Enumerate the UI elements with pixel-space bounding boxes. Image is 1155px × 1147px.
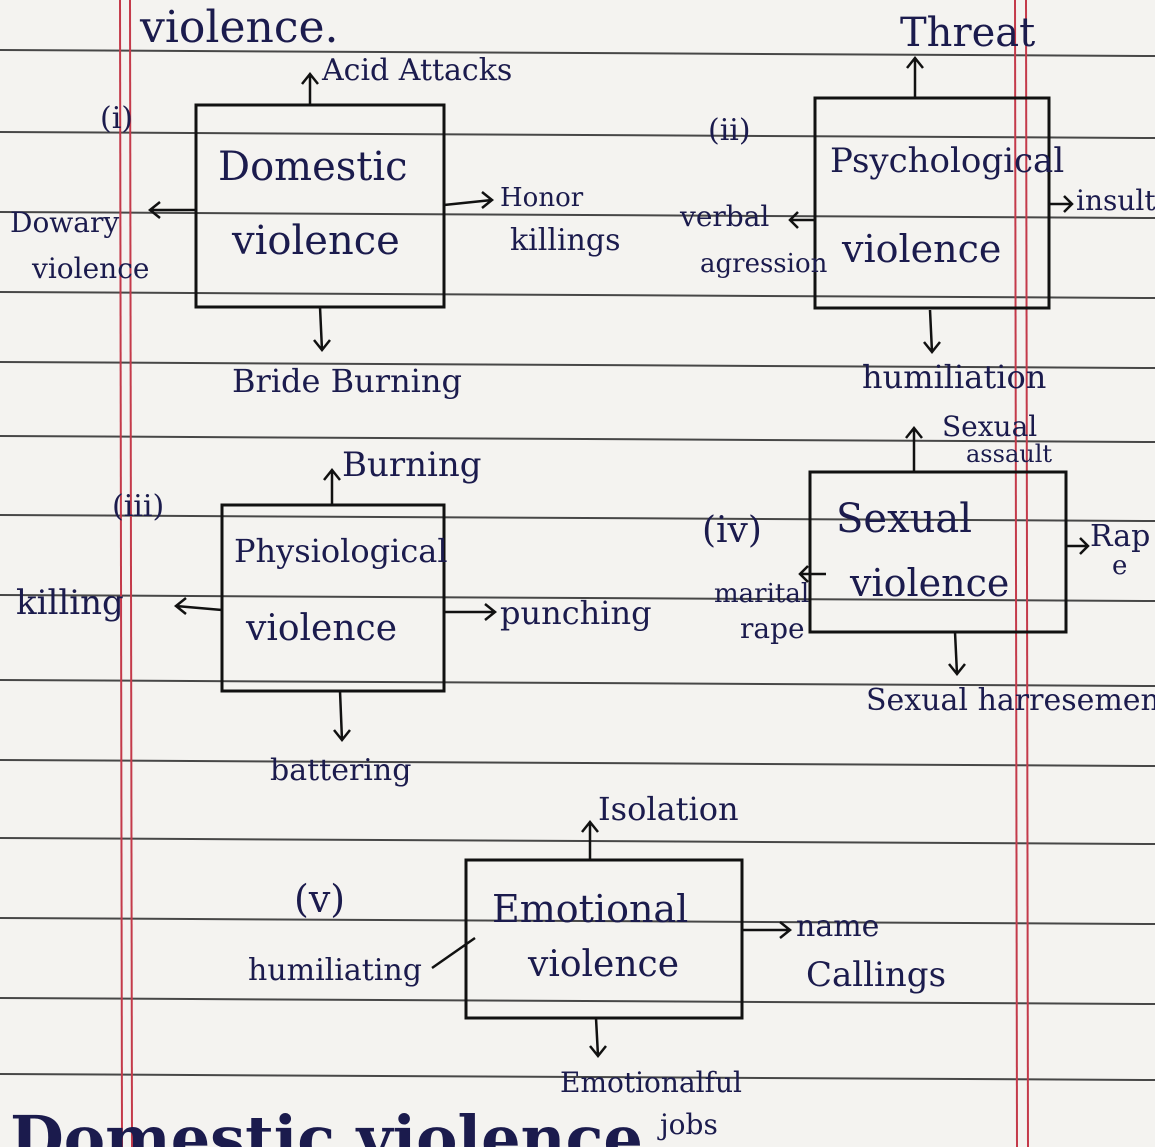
- arrow-left: [147, 201, 196, 219]
- arrow-down: [313, 306, 331, 353]
- psychological-title-line1: Psychological: [830, 141, 1064, 181]
- physiological-up-label: Burning: [342, 445, 482, 485]
- psychological-number: (ii): [708, 113, 751, 148]
- arrow-down: [923, 309, 941, 355]
- domestic-left-label-line2: violence: [31, 252, 149, 285]
- sexual-left-label-line2: rape: [740, 612, 805, 645]
- arrow-right: [1066, 537, 1090, 555]
- page-heading: violence.: [139, 2, 339, 53]
- domestic-title-line2: violence: [231, 218, 400, 264]
- emotional-box: [464, 858, 744, 1020]
- emotional-right-label-line1: name: [796, 909, 879, 944]
- psychological-box: [813, 96, 1051, 310]
- psychological-down-label: humiliation: [862, 358, 1046, 396]
- physiological-title-line2: violence: [245, 608, 397, 649]
- sexual-left-label-line1: marital: [714, 579, 809, 609]
- physiological-violence-node: (iii) Physiological violence Burning pun…: [16, 445, 652, 788]
- sexual-title-line2: violence: [849, 561, 1009, 605]
- physiological-title-line1: Physiological: [234, 532, 448, 570]
- emotional-left-label: humiliating: [248, 953, 422, 988]
- bottom-heading: Domestic violence: [10, 1102, 643, 1147]
- domestic-box: [194, 103, 446, 309]
- emotional-down-label-line2: jobs: [657, 1108, 718, 1141]
- domestic-violence-node: (i) Domestic violence Acid Attacks Honor…: [10, 53, 620, 400]
- sexual-down-label: Sexual harresement: [866, 683, 1155, 718]
- domestic-title-line1: Domestic: [218, 144, 408, 190]
- emotional-violence-node: (v) Emotional violence Isolation name Ca…: [248, 790, 946, 1141]
- arrow-down: [589, 1017, 607, 1059]
- emotional-title-line1: Emotional: [492, 887, 688, 931]
- sexual-up-label-line1: Sexual: [942, 410, 1037, 443]
- sexual-violence-node: (iv) Sexual violence Sexual assault Rap …: [702, 410, 1155, 718]
- arrow-up: [581, 819, 599, 860]
- sexual-right-label-line1: Rap: [1090, 519, 1150, 554]
- physiological-down-label: battering: [270, 753, 411, 788]
- arrow-left: [798, 565, 826, 583]
- arrow-up: [905, 425, 923, 472]
- emotional-title-line2: violence: [527, 944, 679, 985]
- arrow-up: [906, 55, 924, 98]
- domestic-right-label-line1: Honor: [500, 183, 584, 213]
- ruled-lines: [0, 49, 1155, 1081]
- arrow-left: [788, 211, 815, 229]
- domestic-down-label: Bride Burning: [232, 362, 462, 400]
- psychological-title-line2: violence: [841, 227, 1001, 271]
- psychological-right-label: insult: [1076, 184, 1155, 217]
- domestic-left-label-line1: Dowary: [10, 206, 119, 239]
- psychological-up-label: Threat: [900, 10, 1035, 56]
- emotional-number: (v): [294, 877, 345, 921]
- arrow-right: [742, 921, 793, 939]
- sexual-box: [808, 470, 1068, 634]
- arrow-up: [323, 467, 341, 505]
- arrow-down: [948, 631, 966, 677]
- physiological-number: (iii): [112, 489, 164, 524]
- emotional-up-label: Isolation: [598, 790, 739, 828]
- emotional-down-label-line1: Emotionalful: [560, 1066, 742, 1099]
- arrow-right: [444, 603, 498, 621]
- physiological-left-label: killing: [16, 583, 124, 623]
- domestic-up-label: Acid Attacks: [321, 53, 512, 88]
- sexual-number: (iv): [702, 510, 762, 551]
- arrow-left: [431, 936, 476, 970]
- physiological-right-label: punching: [500, 594, 652, 632]
- sexual-right-label-line2: e: [1112, 551, 1127, 581]
- psychological-violence-node: (ii) Psychological violence Threat insul…: [679, 10, 1155, 396]
- margin-lines: [119, 0, 1029, 1147]
- emotional-right-label-line2: Callings: [806, 955, 946, 995]
- sexual-up-label-line2: assault: [966, 440, 1052, 468]
- arrow-right: [1049, 195, 1074, 213]
- arrow-up: [301, 71, 319, 104]
- domestic-number: (i): [100, 101, 133, 136]
- arrow-left: [173, 597, 223, 615]
- arrow-right: [443, 191, 495, 209]
- psychological-left-label-line2: agression: [700, 249, 828, 279]
- arrow-down: [333, 690, 351, 743]
- sexual-title-line1: Sexual: [836, 496, 972, 542]
- domestic-right-label-line2: killings: [510, 223, 620, 258]
- psychological-left-label-line1: verbal: [679, 200, 769, 233]
